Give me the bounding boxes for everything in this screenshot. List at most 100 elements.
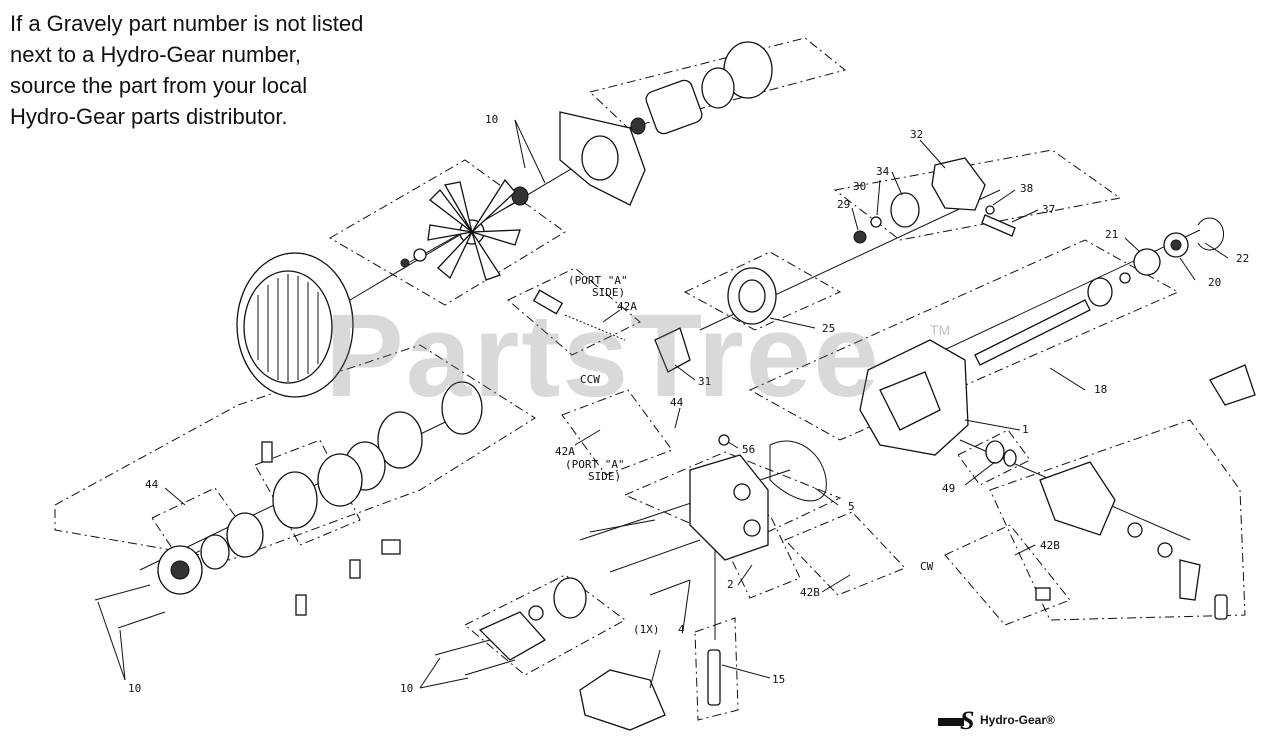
callout-10-top: 10 — [485, 113, 498, 126]
callout-56: 56 — [742, 443, 755, 456]
parts — [94, 41, 1256, 731]
bearing-20-inner — [1170, 239, 1182, 251]
bolt-bottom-1 — [434, 639, 491, 656]
callout-1x: (1X) — [633, 623, 660, 636]
note-line-1: If a Gravely part number is not listed — [10, 11, 364, 36]
callout-44-mid: 44 — [670, 396, 684, 409]
outline-shaft — [748, 239, 1180, 441]
washer-arm-2 — [1157, 542, 1173, 558]
bearing-shaft — [1087, 277, 1113, 307]
callout-18: 18 — [1094, 383, 1107, 396]
assembly-outlines — [54, 37, 1246, 721]
washer-arm-1 — [1127, 522, 1143, 538]
bolt-38 — [985, 205, 995, 215]
logo-reg: ® — [1046, 713, 1055, 727]
watermark-tm: TM — [930, 322, 951, 338]
washer-fan — [413, 248, 427, 262]
note-line-2: next to a Hydro-Gear number, — [10, 42, 302, 67]
callout-42a-mid: 42A — [555, 445, 575, 458]
callout-2: 2 — [727, 578, 734, 591]
seal-49b — [1003, 449, 1017, 467]
control-arm — [1179, 559, 1201, 601]
pump-plate-left — [377, 411, 423, 469]
bearing-bottom — [528, 605, 544, 621]
fitting-left-2 — [295, 594, 307, 616]
bolt-center-2 — [609, 539, 701, 573]
plug-42b-right — [1035, 587, 1051, 601]
bolt-left-1 — [94, 584, 151, 601]
gear-34 — [890, 192, 920, 228]
bearing-housing-top — [645, 79, 703, 135]
outline-cylinder-block — [683, 251, 842, 331]
fitting-left-3 — [349, 559, 361, 579]
callout-49: 49 — [942, 482, 955, 495]
callout-31: 31 — [698, 375, 711, 388]
center-port-1 — [733, 483, 751, 501]
seal-top — [630, 117, 646, 135]
charge-pump-cover — [931, 157, 986, 211]
check-valve-top — [532, 289, 564, 315]
bearing-left — [200, 534, 230, 570]
callout-32: 32 — [910, 128, 923, 141]
callout-42b-right: 42B — [1040, 539, 1060, 552]
rotation-ccw: CCW — [580, 373, 600, 386]
outline-fan — [329, 159, 566, 306]
bearing-plate — [701, 67, 735, 109]
callout-34: 34 — [876, 165, 890, 178]
outline-42b-right — [944, 524, 1071, 626]
callout-42a-top: 42A — [617, 300, 637, 313]
callout-22: 22 — [1236, 252, 1249, 265]
logo-symbol: S — [960, 706, 975, 735]
callout-10-left: 10 — [128, 682, 141, 695]
control-lever-top — [1209, 364, 1256, 406]
bracket-4 — [579, 669, 666, 731]
pin-37 — [981, 214, 1016, 237]
ring-30 — [870, 216, 882, 228]
o-ring-bottom — [553, 577, 587, 619]
bolt-bottom-2 — [464, 659, 516, 676]
outline-check-valve-top — [507, 267, 641, 356]
seal-ring-left — [317, 453, 363, 507]
logo-text: Hydro-Gear® — [980, 713, 1055, 727]
callout-37: 37 — [1042, 203, 1055, 216]
fan-hub-bearing — [511, 186, 529, 206]
nut-fan — [400, 258, 410, 268]
callout-29: 29 — [837, 198, 850, 211]
end-cap-hub — [170, 560, 190, 580]
bottom-cover — [478, 611, 547, 661]
o-ring-left — [441, 381, 483, 435]
leader-lines — [97, 119, 1229, 689]
callout-20: 20 — [1208, 276, 1221, 289]
callout-4: 4 — [678, 623, 685, 636]
rotation-cw: CW — [920, 560, 934, 573]
logo-bar — [938, 718, 964, 726]
ring-shaft — [1119, 272, 1131, 284]
port-a-mid-line-1: (PORT "A" — [565, 458, 625, 471]
bypass-body — [272, 471, 318, 529]
callout-44-left: 44 — [145, 478, 159, 491]
callout-30: 30 — [853, 180, 866, 193]
center-section — [689, 454, 769, 561]
outline-relief-right — [784, 511, 906, 596]
control-arm-bracket — [1039, 461, 1116, 536]
cover-fins — [257, 274, 319, 382]
note-line-4: Hydro-Gear parts distributor. — [10, 104, 288, 129]
gasket-5 — [769, 440, 827, 502]
ring-21 — [1133, 248, 1161, 276]
fitting-left-4 — [381, 539, 401, 555]
spring-top — [564, 314, 626, 341]
callout-10-bottom: 10 — [400, 682, 413, 695]
fitting-left-1 — [261, 441, 273, 463]
source-note: If a Gravely part number is not listed n… — [10, 8, 450, 132]
outline-valve-15 — [694, 617, 739, 721]
note-line-3: source the part from your local — [10, 73, 308, 98]
callout-labels: 10 32 30 34 29 38 37 21 22 20 (PORT "A" … — [128, 113, 1249, 695]
callout-15: 15 — [772, 673, 785, 686]
callout-38: 38 — [1020, 182, 1033, 195]
outline-control-arm — [989, 419, 1246, 621]
spring-arm — [1214, 594, 1228, 620]
callout-1: 1 — [1022, 423, 1029, 436]
housing-opening — [879, 371, 941, 431]
port-a-top-line-1: (PORT "A" — [568, 274, 628, 287]
